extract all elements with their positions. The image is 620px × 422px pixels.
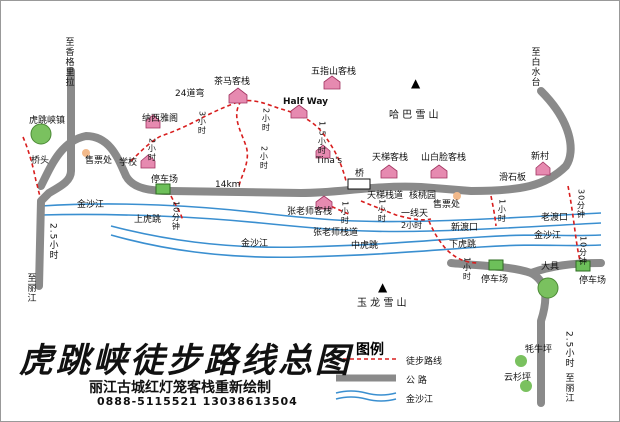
label-naxi: 纳西雅阁: [142, 114, 179, 124]
yunshanping-marker: [520, 380, 532, 392]
guesthouse-icons: [140, 75, 551, 210]
haba-peak-icon: ▲: [411, 76, 421, 90]
label-ticket1: 售票处: [85, 156, 113, 166]
label-yixiantian: 一线天: [401, 209, 429, 219]
duration-1h-b: 1小时: [377, 199, 387, 224]
legend-trail: 徒步路线: [406, 357, 443, 367]
label-tianti: 天梯客栈: [372, 153, 409, 163]
ticket-office-1-marker: [82, 149, 90, 157]
label-qiaotou: 桥头: [31, 156, 50, 166]
duration-1h-d: 1小时: [462, 257, 472, 282]
label-to-lijiang-right: 至丽江: [563, 373, 574, 403]
duration-3h: 3小时: [197, 111, 207, 136]
label-tianti-road: 天梯栈道: [367, 191, 404, 201]
yulong-peak-icon: ▲: [378, 280, 388, 294]
label-shangrila: 至香格里拉: [63, 37, 74, 87]
parking-3-icon: [575, 260, 591, 272]
label-hutiao-town: 虎跳峡镇: [29, 116, 66, 126]
label-halfway: Half Way: [283, 97, 329, 107]
road-network: [35, 67, 605, 407]
bridge-icon: [347, 178, 371, 190]
label-daju: 大具: [541, 262, 560, 272]
label-25h-left: 2.5小时: [47, 223, 58, 261]
label-parking1: 停车场: [151, 175, 179, 185]
label-jinshajiang1: 金沙江: [77, 200, 105, 210]
label-laoduk: 老渡口: [541, 213, 569, 223]
hutiao-town-marker: [30, 123, 52, 145]
label-tinas: Tina's: [316, 156, 343, 166]
label-haba: 哈 巴 雪 山: [389, 110, 439, 121]
label-yulong: 玉 龙 雪 山: [357, 298, 407, 309]
label-parking2: 停车场: [481, 275, 509, 285]
legend-road: 公 路: [406, 376, 427, 386]
label-zhonghutiao: 中虎跳: [351, 241, 379, 251]
ticket-office-2-marker: [453, 192, 461, 200]
legend-title: 图例: [356, 342, 384, 358]
map-credit: 丽江古城红灯笼客栈重新绘制: [89, 380, 271, 396]
parking-2-icon: [488, 259, 504, 271]
label-parking3: 停车场: [579, 276, 607, 286]
label-zhang-trail: 张老师栈道: [313, 228, 359, 238]
label-zhang-house: 张老师客栈: [287, 207, 333, 217]
label-xinduk: 新渡口: [451, 223, 479, 233]
daju-town-marker: [537, 277, 559, 299]
duration-2h-a: 2小时: [147, 138, 157, 163]
label-25h-right: 2.5小时: [563, 331, 574, 369]
legend-river: 金沙江: [406, 395, 434, 405]
label-school: 学校: [119, 158, 138, 168]
duration-10m-b: 10分钟: [578, 236, 588, 267]
duration-1h-a: 1小时: [340, 201, 350, 226]
duration-10m-a: 10分钟: [171, 201, 181, 232]
label-14km: 14km: [215, 180, 241, 190]
duration-1h-c: 1小时: [497, 199, 507, 224]
label-bridge: 桥: [355, 169, 365, 179]
hiking-trails: [22, 99, 582, 264]
label-xiahutiao: 下虎跳: [449, 240, 477, 250]
label-24bend: 24道弯: [175, 89, 205, 99]
map-title: 虎跳峡徒步路线总图: [19, 341, 352, 381]
label-maoniuping: 牦牛坪: [525, 345, 553, 355]
label-wuzhishan: 五指山客栈: [311, 67, 357, 77]
label-xincun: 新村: [531, 152, 550, 162]
duration-30m: 30分钟: [576, 189, 586, 220]
label-ticket2: 售票处: [433, 200, 461, 210]
jinsha-river: [40, 203, 602, 259]
label-shanbailian: 山白脸客栈: [421, 153, 467, 163]
label-hetaoyuan: 核桃园: [409, 191, 437, 201]
duration-2h-b: 2小时: [261, 108, 271, 133]
label-chama: 茶马客栈: [214, 77, 251, 87]
duration-2h-d: 2小时: [401, 221, 423, 230]
label-yunshanping: 云杉坪: [504, 373, 532, 383]
parking-1-icon: [155, 183, 171, 195]
duration-15h: 1.5小时: [317, 121, 327, 155]
label-shanghutiao: 上虎跳: [134, 215, 162, 225]
legend-graphics: [335, 358, 397, 402]
maoniuping-marker: [515, 355, 527, 367]
label-to-lijiang-left: 至丽江: [25, 273, 36, 303]
label-to-baishui: 至白水台: [529, 47, 540, 87]
label-jinshajiang2: 金沙江: [241, 239, 269, 249]
label-huashiban: 滑石板: [499, 173, 527, 183]
contact-phones: 0888-5115521 13038613504: [97, 395, 298, 408]
duration-2h-c: 2小时: [259, 146, 269, 171]
label-jinshajiang3: 金沙江: [534, 231, 562, 241]
